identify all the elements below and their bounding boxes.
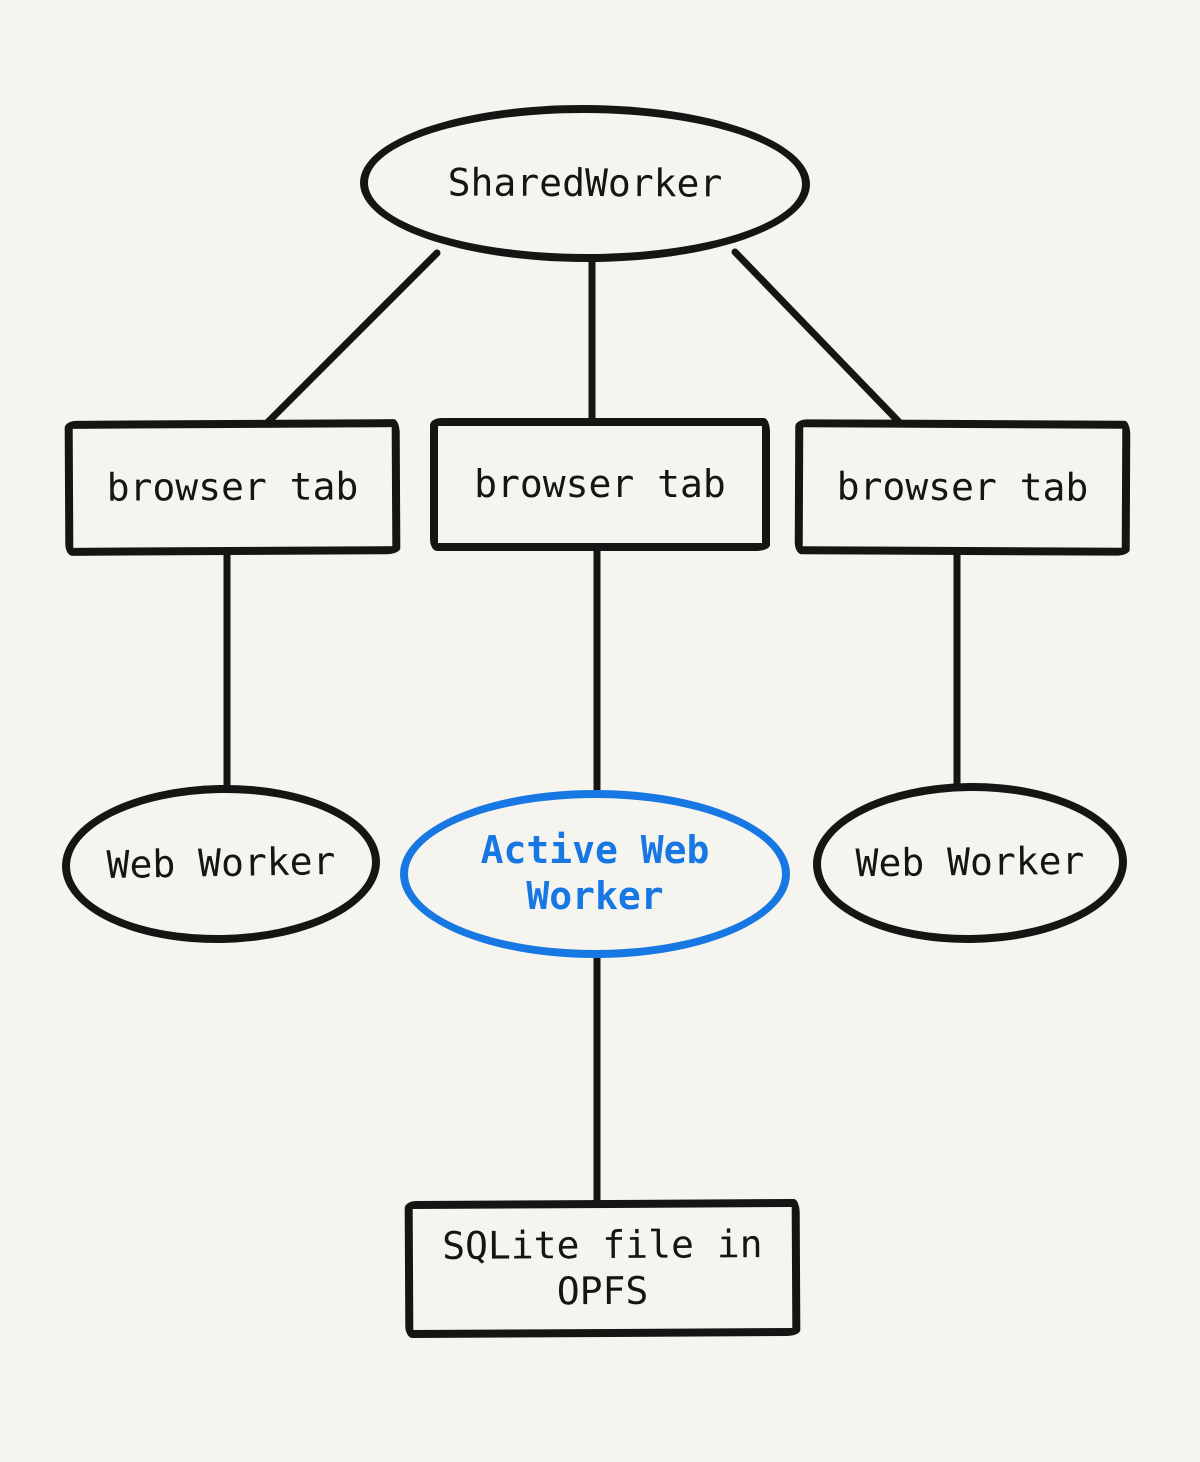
node-active-web-worker: Active Web Worker xyxy=(400,790,790,958)
edge-shared-worker-to-browser-tab-right xyxy=(731,248,905,428)
node-sqlite-file-opfs-label: SQLite file in OPFS xyxy=(442,1222,763,1313)
node-sqlite-file-opfs: SQLite file in OPFS xyxy=(404,1198,801,1339)
node-browser-tab-left-label: browser tab xyxy=(106,464,359,510)
node-browser-tab-center-label: browser tab xyxy=(474,461,726,506)
node-shared-worker: SharedWorker xyxy=(359,104,811,263)
node-browser-tab-center: browser tab xyxy=(430,418,770,551)
node-active-web-worker-label: Active Web Worker xyxy=(480,828,710,918)
node-browser-tab-right-label: browser tab xyxy=(836,464,1089,510)
node-browser-tab-left: browser tab xyxy=(64,419,401,556)
node-browser-tab-right: browser tab xyxy=(794,419,1131,556)
node-shared-worker-label: SharedWorker xyxy=(447,160,723,206)
node-web-worker-right-label: Web Worker xyxy=(855,839,1085,886)
node-web-worker-left-label: Web Worker xyxy=(106,839,336,888)
edge-shared-worker-to-browser-tab-left xyxy=(262,249,441,428)
